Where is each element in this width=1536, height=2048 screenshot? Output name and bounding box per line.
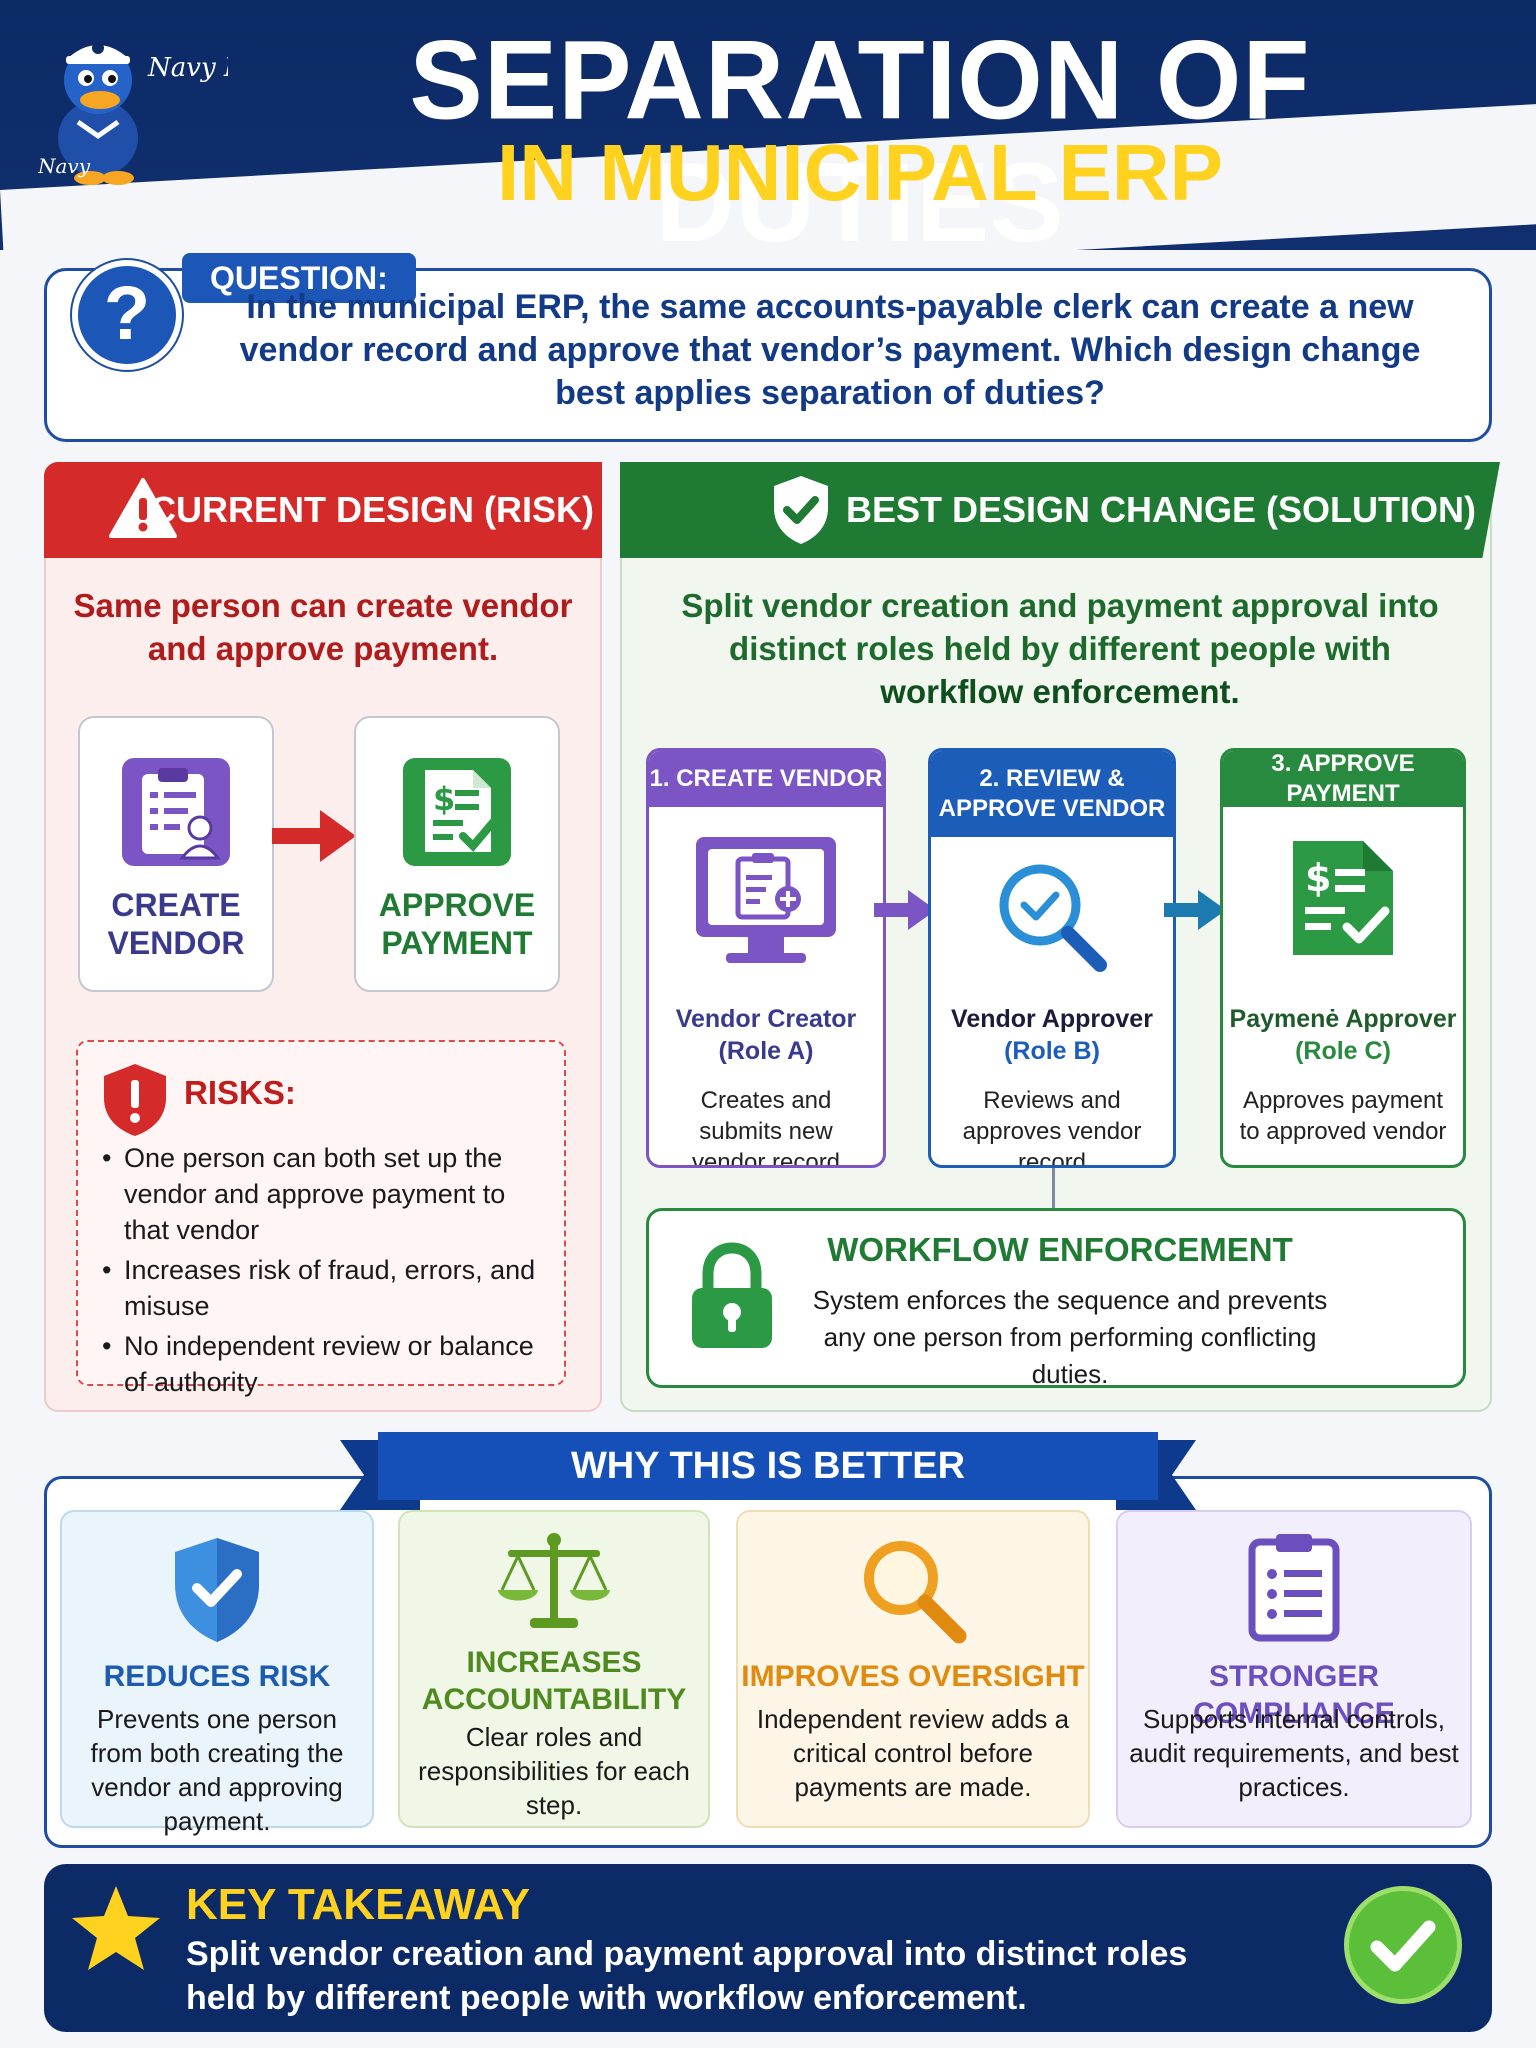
payment-document-icon: $: [1293, 841, 1393, 955]
role-card-payment-approver: 3. APPROVE PAYMENT $ Paymenė Approver (R…: [1220, 748, 1466, 1168]
monitor-clipboard-icon: [696, 837, 836, 963]
magnifier-icon: [864, 1541, 967, 1644]
solution-subtitle-strong: workflow enforcement.: [880, 673, 1240, 710]
benefit-card-reduces-risk: REDUCES RISK Prevents one person from bo…: [60, 1510, 374, 1836]
create-vendor-label: CREATE VENDOR: [107, 887, 245, 961]
solution-subtitle-text: Split vendor creation and payment approv…: [681, 587, 1439, 667]
workflow-text: System enforces the sequence and prevent…: [812, 1285, 1328, 1389]
scales-icon: [498, 1533, 610, 1628]
question-text: In the municipal ERP, the same accounts-…: [239, 288, 1421, 412]
risks-title: RISKS:: [184, 1074, 296, 1111]
workflow-connector: [1052, 1168, 1055, 1210]
purple-arrow-icon: [874, 890, 936, 930]
logo-text-top: Navy Duck: [147, 53, 228, 83]
role-card-vendor-creator: 1. CREATE VENDOR Vendor Creator (Role A)…: [646, 748, 886, 1168]
red-arrow-icon: [272, 810, 356, 862]
risk-item: One person can both set up the vendor an…: [100, 1140, 550, 1248]
benefit-text: Clear roles and responsibilities for eac…: [418, 1722, 690, 1820]
role-name: Vendor Creator: [675, 1005, 857, 1033]
role-desc: Approves payment to approved vendor: [1239, 1087, 1447, 1145]
check-circle-icon: [1344, 1886, 1462, 2004]
question-mark-icon: ?: [72, 260, 182, 370]
lock-icon: [692, 1242, 772, 1348]
key-takeaway-text: Split vendor creation and payment approv…: [186, 1935, 1188, 2017]
key-takeaway-banner: [44, 1864, 1492, 2032]
why-better-title: WHY THIS IS BETTER: [378, 1432, 1158, 1500]
alert-shield-icon: [104, 1064, 166, 1136]
blue-arrow-icon: [1164, 890, 1226, 930]
svg-text:$: $: [433, 780, 455, 818]
role-card-vendor-approver: 2. REVIEW & APPROVE VENDOR Vendor Approv…: [928, 748, 1176, 1168]
solution-title: BEST DESIGN CHANGE (SOLUTION): [846, 489, 1477, 530]
role-name: Paymenė Approver: [1229, 1005, 1457, 1033]
shield-check-icon: [774, 476, 828, 544]
solution-subtitle: Split vendor creation and payment approv…: [660, 584, 1460, 713]
role-desc: Reviews and approves vendor record: [962, 1087, 1142, 1168]
clipboard-list-icon: [1248, 1534, 1340, 1642]
benefit-card-oversight: IMPROVES OVERSIGHT Independent review ad…: [736, 1510, 1090, 1828]
shield-check-icon: [175, 1538, 259, 1642]
role-tag: (Role C): [1295, 1037, 1391, 1065]
benefit-title: IMPROVES OVERSIGHT: [741, 1660, 1085, 1693]
workflow-title: WORKFLOW ENFORCEMENT: [827, 1231, 1293, 1268]
page-title: SEPARATION OF DUTIES: [409, 17, 1311, 266]
current-design-title: CURRENT DESIGN (RISK): [150, 489, 595, 530]
question-label: QUESTION:: [182, 253, 416, 303]
benefit-card-accountability: INCREASES ACCOUNTABILITY Clear roles and…: [398, 1510, 710, 1828]
logo-text-bottom: Navy: [38, 154, 91, 178]
page-subtitle: IN MUNICIPAL ERP: [497, 128, 1223, 217]
benefit-card-compliance: STRONGER COMPLIANCE Supports internal co…: [1116, 1510, 1472, 1828]
benefit-text: Independent review adds a critical contr…: [756, 1704, 1070, 1802]
benefit-title: REDUCES RISK: [103, 1660, 331, 1693]
svg-text:$: $: [1305, 856, 1331, 900]
role-step-header: 3. APPROVE PAYMENT: [1223, 751, 1463, 807]
navy-duck-logo-icon: Navy Duck Navy: [38, 42, 228, 185]
magnifier-check-icon: [999, 864, 1107, 972]
payment-document-icon: $: [403, 758, 511, 866]
risk-item: Increases risk of fraud, errors, and mis…: [100, 1252, 550, 1324]
role-name: Vendor Approver: [951, 1005, 1153, 1033]
role-tag: (Role B): [1004, 1037, 1100, 1065]
star-icon: [72, 1886, 160, 1970]
benefit-title: STRONGER COMPLIANCE: [1193, 1660, 1395, 1730]
workflow-enforcement-box: [646, 1208, 1466, 1388]
role-step-header: 1. CREATE VENDOR: [649, 751, 883, 807]
solution-banner: [620, 462, 1500, 558]
current-design-subtitle: Same person can create vendor and approv…: [73, 587, 573, 667]
risks-list: One person can both set up the vendor an…: [100, 1140, 550, 1404]
benefit-title: INCREASES ACCOUNTABILITY: [421, 1646, 687, 1716]
benefit-text: Supports internal controls, audit requir…: [1129, 1704, 1459, 1802]
approve-payment-label: APPROVE PAYMENT: [378, 887, 536, 961]
risk-item: No independent review or balance of auth…: [100, 1328, 550, 1400]
clipboard-user-icon: [122, 758, 230, 866]
create-vendor-card: CREATE VENDOR: [78, 716, 274, 992]
key-takeaway-title: KEY TAKEAWAY: [186, 1880, 530, 1929]
warning-triangle-icon: [109, 478, 177, 538]
benefit-text: Prevents one person from both creating t…: [90, 1704, 344, 1836]
approve-payment-card: $ APPROVE PAYMENT: [354, 716, 560, 992]
role-desc: Creates and submits new vendor record: [691, 1087, 841, 1168]
header-banner: [0, 0, 1536, 250]
role-step-header: 2. REVIEW & APPROVE VENDOR: [931, 751, 1173, 837]
role-tag: (Role A): [718, 1037, 814, 1065]
